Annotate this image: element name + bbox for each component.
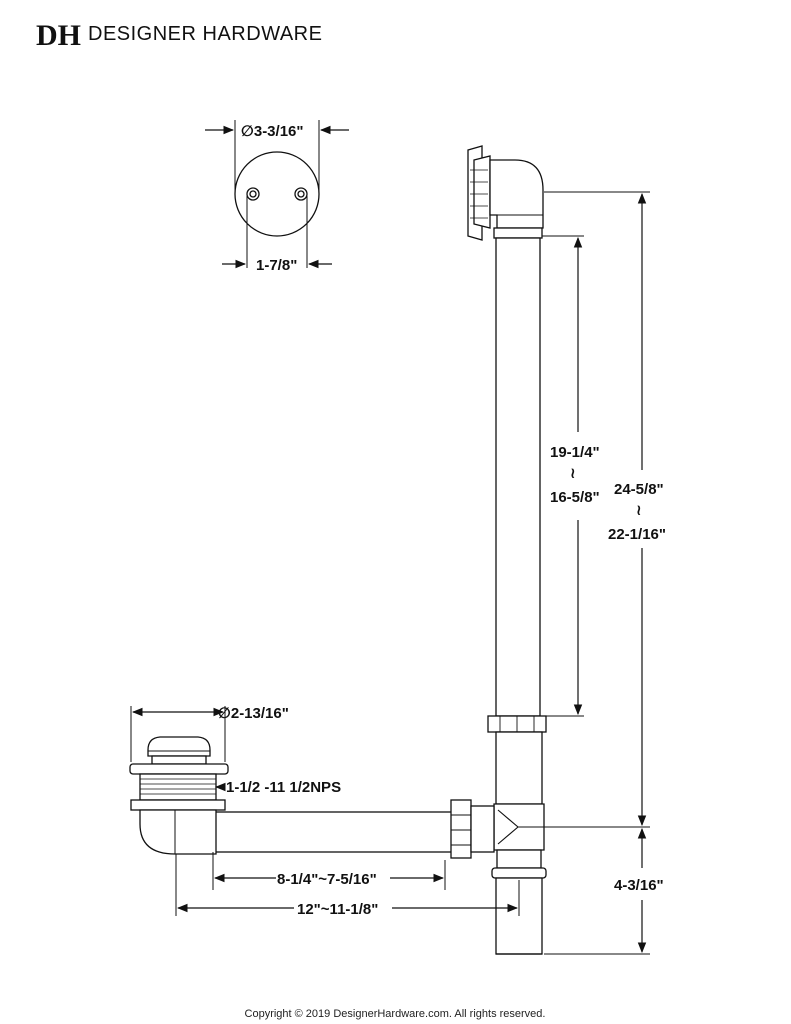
logo-letters: DH xyxy=(36,19,81,52)
drain-shoe xyxy=(139,809,217,855)
horizontal-drain-pipe xyxy=(212,799,495,859)
overflow-tube-collar xyxy=(493,227,543,239)
drain-flange xyxy=(129,763,229,775)
overflow-lower-tube xyxy=(495,731,543,805)
brand-name: DESIGNER HARDWARE xyxy=(88,23,322,45)
overflow-plate-view xyxy=(205,120,349,269)
drain-lock-nut xyxy=(130,799,226,811)
horizontal-pipe-length-label: 8-1/4"~7-5/16" xyxy=(277,871,377,888)
drain-stopper-cap xyxy=(147,736,211,757)
overflow-elbow xyxy=(489,159,544,229)
overall-height-max-label: 24-5/8" xyxy=(614,481,664,498)
overflow-plate-diameter-label: ∅3-3/16" xyxy=(241,123,304,140)
brand-header: DH DESIGNER HARDWARE xyxy=(36,19,322,52)
overall-horizontal-length-label: 12"~11-1/8" xyxy=(297,901,378,918)
drain-stopper-assembly xyxy=(129,736,229,855)
drain-threaded-body xyxy=(139,773,217,801)
horizontal-pipe xyxy=(212,811,454,853)
vertical-dimensions xyxy=(542,191,650,955)
horizontal-dimensions xyxy=(175,852,520,916)
overflow-assembly xyxy=(467,145,547,955)
tee-to-bottom-height-label: 4-3/16" xyxy=(614,877,664,894)
overflow-upper-tube xyxy=(495,237,541,717)
screw-hole-left-inner xyxy=(249,190,257,198)
screw-hole-right xyxy=(294,187,308,201)
horizontal-pipe-end xyxy=(470,805,495,853)
overall-height-min-label: 22-1/16" xyxy=(608,526,666,543)
copyright-notice: Copyright © 2019 DesignerHardware.com. A… xyxy=(245,1008,546,1020)
drain-diameter-dimension xyxy=(130,706,226,762)
overflow-cover-inner xyxy=(473,155,491,229)
upper-tube-length-max-label: 19-1/4" xyxy=(550,444,600,461)
overflow-screw-spacing-label: 1-7/8" xyxy=(256,257,297,274)
upper-tube-length-min-label: 16-5/8" xyxy=(550,489,600,506)
drain-diameter-label: ∅2-13/16" xyxy=(218,705,289,722)
tee-lower-collar xyxy=(496,849,542,869)
overall-height-separator: ≀ xyxy=(636,502,642,519)
upper-tube-range-separator: ≀ xyxy=(570,465,576,482)
horizontal-slip-nut xyxy=(450,799,472,859)
screw-hole-left xyxy=(246,187,260,201)
tee-lower-nut xyxy=(491,867,547,879)
drain-stopper-stem xyxy=(151,755,207,765)
brand-logo-icon: DH xyxy=(36,19,81,52)
drain-thread-label: 1-1/2 -11 1/2NPS xyxy=(226,779,341,796)
screw-hole-right-inner xyxy=(297,190,305,198)
